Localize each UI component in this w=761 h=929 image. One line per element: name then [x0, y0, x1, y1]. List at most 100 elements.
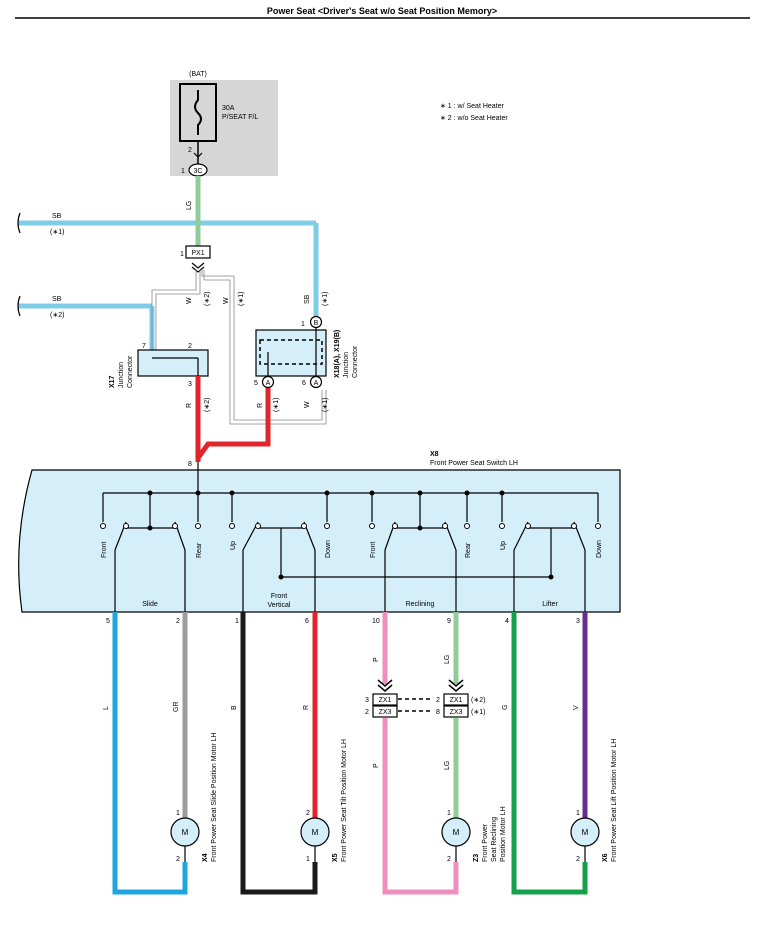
r-left-note: (∗2): [204, 398, 211, 412]
x18-pin-a-right: [309, 375, 323, 389]
wire-l-blue: [112, 612, 188, 895]
fuse-block: [170, 80, 278, 176]
wire-label-lg: LG: [444, 655, 451, 664]
wire-label-gr: GR: [173, 702, 180, 713]
px1-chevron: [191, 262, 205, 273]
out-pin-6: 6: [305, 618, 309, 625]
contact-front-slide: Front: [101, 542, 108, 558]
motor-x6-pin-bottom: 2: [576, 856, 580, 863]
w-right-label: W: [223, 297, 230, 304]
out-pin-4: 4: [505, 618, 509, 625]
zx-left-zx1: [372, 693, 398, 706]
x18-dashed-inner: [259, 339, 323, 365]
x17-name1: Junction: [118, 362, 125, 388]
fuse-pin-bottom: 1: [181, 168, 185, 175]
fuse-element: [194, 90, 202, 135]
x17-pin2: 2: [188, 343, 192, 350]
out-pin-5: 5: [106, 618, 110, 625]
x18-pin-b-label: B: [314, 320, 319, 327]
x18-name1: Junction: [343, 352, 350, 378]
break-mark-upper: [17, 212, 21, 234]
x17-pin3: 3: [188, 381, 192, 388]
motor-x5-name: Front Power Seat Tilt Position Motor LH: [341, 739, 348, 862]
contact-rear-slide: Rear: [196, 542, 203, 558]
motor-x4: M 1 2 X4 Front Power Seat Slide Position…: [170, 732, 218, 863]
wire-label-l: L: [103, 706, 110, 710]
motor-x5-m: M: [312, 828, 319, 837]
w-wire-right: [201, 270, 327, 425]
zx-left-chevron: [377, 679, 393, 692]
legend-note-2: ∗ 2 : w/o Seat Heater: [440, 115, 508, 122]
switch-pin8: 8: [188, 461, 192, 468]
sb-right-label: SB: [304, 294, 311, 304]
x18-pin1: 1: [301, 321, 305, 328]
r-left-label: R: [186, 403, 193, 408]
contact-up-vertical: Up: [230, 541, 237, 550]
page-title: Power Seat <Driver's Seat w/o Seat Posit…: [267, 6, 497, 16]
motor-x6: M 1 2 X6 Front Power Seat Lift Position …: [570, 739, 618, 863]
motor-x6-id: X6: [602, 853, 609, 862]
group-slide: Slide: [142, 601, 158, 608]
w-bottom-note: (∗1): [322, 398, 329, 412]
r-right-label: R: [257, 403, 264, 408]
sb-lower-label: SB: [52, 296, 62, 303]
motor-x4-pin-bottom: 2: [176, 856, 180, 863]
contact-up-lifter: Up: [500, 541, 507, 550]
switch-contacts: [100, 523, 601, 529]
fuse-pin-top: 2: [188, 147, 192, 154]
contact-front-reclining: Front: [370, 542, 377, 558]
w-wire-left: [151, 270, 201, 350]
x18-id: X18(A), X19(B): [334, 330, 341, 378]
r-right-note: (∗1): [273, 398, 280, 412]
contact-down-lifter: Down: [596, 540, 603, 558]
motor-z3-name3: Position Motor LH: [500, 806, 507, 862]
px1-connector: [185, 245, 211, 259]
sb-right-note: (∗1): [322, 292, 329, 306]
group-front: Front: [271, 593, 287, 600]
x17-name2: Connector: [127, 355, 134, 388]
group-lifter: Lifter: [542, 601, 558, 608]
fuse-rating: 30A: [222, 105, 235, 112]
group-vertical: Vertical: [268, 602, 291, 609]
sb-upper-note: (∗1): [50, 229, 64, 236]
motor-z3-id: Z3: [473, 854, 480, 862]
fuse-connector-label: 3C: [194, 168, 203, 175]
zx-left-zx3: [372, 705, 398, 718]
x18-pin-b: [309, 315, 323, 329]
zx-right-note-2: (∗1): [471, 709, 485, 716]
motor-x5-pin-top: 2: [306, 810, 310, 817]
wire-label-p-lower: P: [373, 763, 380, 768]
zx-right-zx3-label: ZX3: [450, 709, 463, 716]
sb-upper-label: SB: [52, 213, 62, 220]
out-pin-2: 2: [176, 618, 180, 625]
motor-x4-id: X4: [202, 853, 209, 862]
wire-label-r: R: [303, 705, 310, 710]
x18-pin5: 5: [254, 380, 258, 387]
wire-label-g: G: [502, 705, 509, 710]
wire-label-b: B: [231, 705, 238, 710]
motor-x6-name: Front Power Seat Lift Position Motor LH: [611, 739, 618, 862]
legend-note-1: ∗ 1 : w/ Seat Heater: [440, 103, 505, 110]
switch-name: Front Power Seat Switch LH: [430, 460, 518, 467]
wire-label-lg-lower: LG: [444, 761, 451, 770]
w-bottom-label: W: [304, 401, 311, 408]
contact-rear-reclining: Rear: [465, 542, 472, 558]
x17-connector: [137, 349, 209, 377]
motor-z3-name1: Front Power: [482, 823, 489, 862]
zx-right-pin-1: 2: [436, 697, 440, 704]
motor-x5-pin-bottom: 1: [306, 856, 310, 863]
x18-pin-a-right-label: A: [314, 380, 319, 387]
wire-p-pink-lower: [382, 718, 459, 895]
motor-z3: M 1 2 Z3 Front Power Seat Reclining Posi…: [441, 806, 507, 863]
fuse-name: P/SEAT F/L: [222, 114, 258, 121]
r-wire-right: [195, 388, 271, 460]
wire-label-p: P: [373, 657, 380, 662]
break-mark-lower: [17, 295, 21, 317]
motor-z3-pin-bottom: 2: [447, 856, 451, 863]
out-pin-3: 3: [576, 618, 580, 625]
motor-x4-pin-top: 1: [176, 810, 180, 817]
x17-pin7: 7: [142, 343, 146, 350]
zx-right-zx1: [443, 693, 469, 706]
zx-left-zx3-label: ZX3: [379, 709, 392, 716]
